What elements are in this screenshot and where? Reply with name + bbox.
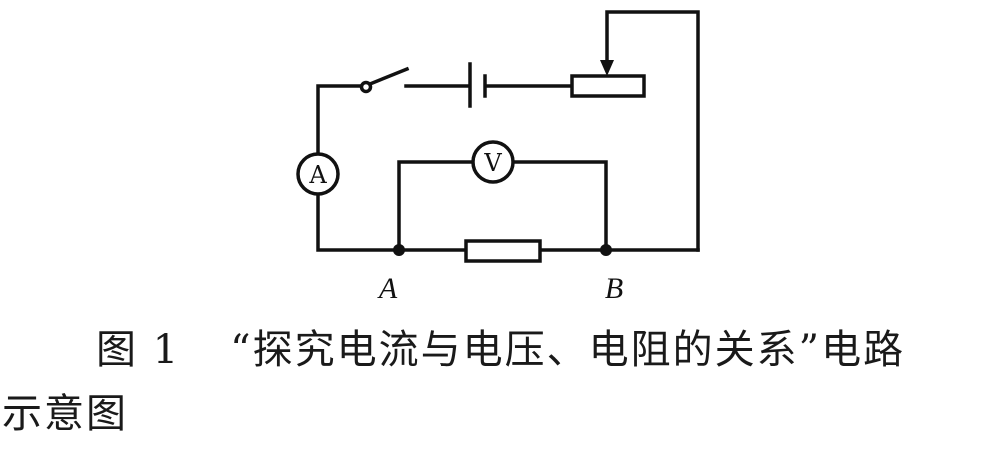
switch [359,66,410,94]
wire-rheostat-slider [605,10,700,252]
caption-line-2: 示意图 [2,391,128,437]
figure-label: 图 1 [96,327,181,373]
rheostat-icon [570,60,646,98]
junction-b [600,244,612,256]
wire-left-bottom [316,192,468,252]
wire-voltmeter-branch [397,160,608,252]
caption-line-1: 图 1 “探究电流与电压、电阻的关系”电路 [0,318,1000,382]
caption-title: “探究电流与电压、电阻的关系”电路 [230,327,906,373]
point-a-label: A [377,272,398,300]
ammeter-icon: A [296,152,340,196]
circuit-diagram: A V A B [296,10,700,300]
slider-arrow-icon [600,60,614,76]
resistor-icon [464,239,542,263]
ammeter-label: A [308,161,327,189]
wire-left-top [316,84,364,156]
figure-caption: 图 1 “探究电流与电压、电阻的关系”电路 示意图 [0,318,1000,446]
battery-icon [468,62,487,108]
point-b-label: B [605,272,623,300]
voltmeter-label: V [483,149,502,177]
junction-a [393,244,405,256]
voltmeter-icon: V [471,140,515,184]
